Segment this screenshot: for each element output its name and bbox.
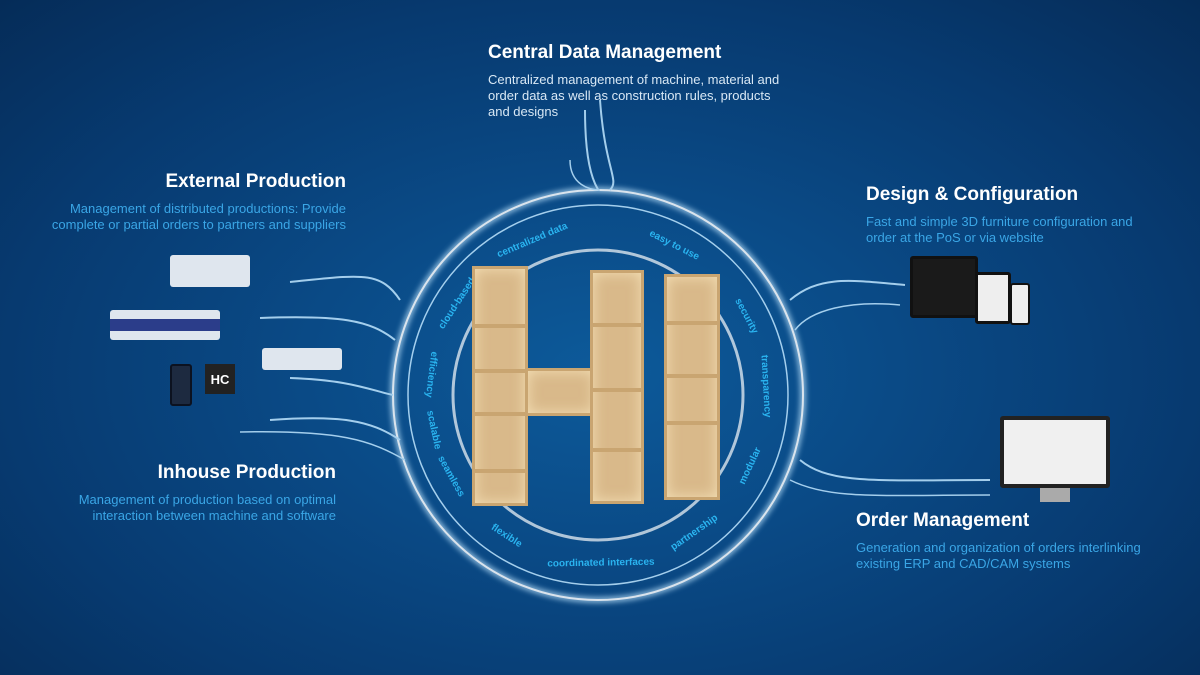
monitor-image [1000,416,1110,488]
ring-word: seamless [435,454,467,499]
section-text: Generation and organization of orders in… [856,540,1141,571]
ring-word: flexible [489,522,524,550]
shelf-h-bar [525,368,597,416]
ring-word: modular [737,446,764,486]
ring-word: efficiency [423,351,440,399]
section-title: External Production [165,171,346,192]
edgebander-image [110,310,220,340]
panel-saw-image [262,348,342,370]
section-title: Design & Configuration [866,184,1079,205]
order-management: Order Management Generation and organiza… [856,510,1156,572]
ring-word: scalable [424,410,443,451]
ring-word: security [732,297,760,336]
central-data-management: Central Data Management Centralized mana… [488,42,788,120]
shelf-i [664,274,720,500]
section-text: Management of distributed productions: P… [51,201,346,232]
hc-logo-badge: HC [205,364,235,394]
ring-2 [407,204,789,586]
section-text: Management of production based on optima… [78,492,336,523]
shelf-h-right [590,270,644,504]
section-title: Order Management [856,510,1030,531]
ring-word: coordinated interfaces [547,557,655,570]
ring-word: easy to use [647,228,701,263]
ring-word: transparency [758,355,772,419]
external-production: External Production Management of distri… [30,171,346,233]
cnc-machine-image [170,255,250,287]
line-top-1 [584,109,600,191]
inner-ring [451,248,745,542]
design-configuration: Design & Configuration Fast and simple 3… [866,184,1156,246]
laptop-image [910,256,978,318]
monitor-stand [1040,488,1070,502]
section-title: Inhouse Production [157,462,336,483]
section-text: Fast and simple 3D furniture configurati… [866,214,1133,245]
inhouse-production: Inhouse Production Management of product… [50,462,336,524]
smartphone-image [170,364,192,406]
shelf-h-left [472,266,528,506]
section-title: Central Data Management [488,42,722,63]
phone-image [1010,283,1030,325]
tablet-image [975,272,1011,324]
section-text: Centralized management of machine, mater… [488,72,780,119]
